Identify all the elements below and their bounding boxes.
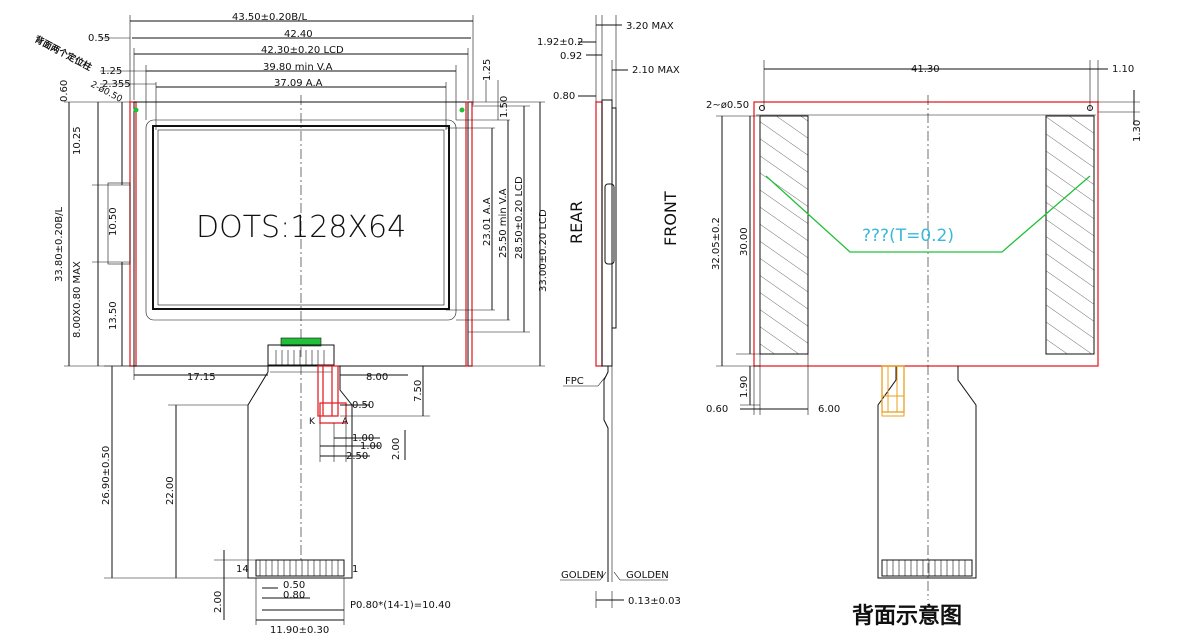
side-fpc (603, 366, 609, 582)
back-caption: 背面示意图 (852, 603, 962, 629)
back-width-600-label: 6.00 (818, 404, 840, 415)
offset-150-right-label: 1.50 (499, 96, 510, 118)
rear-label: REAR (567, 201, 586, 244)
width-va-label: 39.80 min V.A (263, 62, 333, 73)
side-max-210-label: 2.10 MAX (632, 65, 680, 76)
pad-200-label: 2.00 (391, 438, 402, 460)
active-area-inner (157, 129, 445, 306)
width-lcd-label: 42.30±0.20 LCD (261, 45, 344, 56)
side-080-label: 0.80 (553, 91, 575, 102)
fpc-22-label: 22.00 (165, 476, 176, 505)
back-fpc-pins (886, 560, 966, 576)
back-view: ???(T=0.2) (706, 60, 1143, 629)
offset-060-label: 0.60 (59, 80, 70, 102)
height-outer-label: 33.00±0.20 LCD (538, 209, 549, 292)
backlight-outline (465, 101, 473, 367)
back-note: ???(T=0.2) (862, 226, 954, 246)
back-offset-130-label: 1.30 (1132, 120, 1143, 142)
side-dimension-lines (560, 15, 668, 608)
side-view: 3.20 MAX 1.92±0.2 0.92 2.10 MAX 0.80 REA… (537, 15, 681, 608)
back-holes-label: 2~ø0.50 (706, 100, 749, 111)
width-outline-label: 43.50±0.20B/L (232, 12, 308, 23)
side-glass (601, 99, 613, 367)
fpc-200-label: 2.00 (213, 591, 224, 613)
pad-a-label: A (342, 417, 349, 427)
back-hatch-right (1045, 115, 1095, 355)
side-polarizer (611, 107, 617, 329)
top-dimension-lines (100, 15, 474, 130)
right-dimension-lines (446, 80, 545, 367)
height-va-label: 25.50 min V.A (498, 188, 509, 258)
pad-250-label: 2.50 (346, 451, 368, 462)
fpc-tail (247, 344, 353, 579)
offset-2355-label: 2.355 (102, 79, 131, 90)
side-max-320-label: 3.20 MAX (626, 21, 674, 32)
front-view: 43.50±0.20B/L 42.40 42.30±0.20 LCD 39.80… (33, 12, 549, 636)
pad-100a-label: 1.00 (352, 433, 374, 444)
hole-marker-right (459, 107, 465, 113)
back-offset-110-label: 1.10 (1112, 64, 1134, 75)
height-800-label: 8.00X0.80 MAX (72, 261, 83, 338)
side-192-label: 1.92±0.2 (537, 37, 584, 48)
side-092-label: 0.92 (560, 51, 582, 62)
back-height-3205-label: 32.05±0.2 (711, 217, 722, 270)
side-red-body (595, 101, 603, 367)
back-width-label: 41.30 (911, 64, 940, 75)
fpc-width-label: 11.90±0.30 (270, 625, 329, 636)
fpc-750-label: 7.50 (413, 380, 424, 402)
side-connector (604, 183, 615, 265)
height-lcd-label: 28.50±0.20 LCD (514, 176, 525, 259)
height-1350-label: 13.50 (108, 301, 119, 330)
offset-055-label: 0.55 (88, 33, 110, 44)
back-green-path (765, 175, 1091, 253)
pad-050-label: 0.50 (352, 400, 374, 411)
back-offset-060-label: 0.60 (706, 404, 728, 415)
golden-left-label: GOLDEN (561, 570, 604, 581)
pitch-080-label: 0.80 (283, 590, 305, 601)
fpc-label: FPC (565, 376, 584, 387)
height-1050-label: 10.50 (108, 207, 119, 236)
back-dimension-lines (716, 60, 1140, 415)
dots-label: DOTS:128X64 (196, 210, 406, 245)
height-1025-label: 10.25 (72, 126, 83, 155)
left-dimension-lines (64, 101, 131, 367)
pad-k-label: K (309, 417, 316, 427)
height-bl-label: 33.80±0.20B/L (54, 206, 65, 282)
pitch-050-label: 0.50 (283, 580, 305, 591)
fpc-800-label: 8.00 (366, 372, 388, 383)
fpc-1715-label: 17.15 (187, 372, 216, 383)
pad-100b-label: 1.00 (360, 441, 382, 452)
hole-marker-left (133, 107, 139, 113)
golden-right-label: GOLDEN (626, 570, 669, 581)
fpc-dimension-lines (104, 365, 430, 625)
offset-125-label: 1.25 (100, 66, 122, 77)
back-hole-left (759, 105, 765, 111)
back-hatch-left (759, 115, 809, 355)
fpc-length-label: 26.90±0.50 (101, 446, 112, 505)
front-label: FRONT (661, 191, 680, 246)
connector-marker (280, 337, 322, 347)
back-outline (753, 101, 1099, 367)
width-overall-label: 42.40 (284, 29, 313, 40)
offset-125-right-label: 1.25 (482, 59, 493, 81)
thickness-label: 0.13±0.03 (628, 596, 681, 607)
module-outline (129, 101, 137, 367)
pin-14-label: 14 (236, 564, 249, 575)
height-aa-label: 23.01 A.A (482, 197, 493, 246)
back-fpc-tail (877, 366, 977, 579)
fpc-pins (259, 560, 339, 576)
pin-1-label: 1 (352, 564, 358, 575)
back-pad-orange (881, 365, 905, 413)
width-aa-label: 37.09 A.A (274, 78, 323, 89)
pitch-formula-label: P0.80*(14-1)=10.40 (350, 600, 451, 611)
back-offset-190-label: 1.90 (739, 376, 750, 398)
back-locating-pins-note: 背面两个定位柱 (33, 33, 94, 73)
back-height-30-label: 30.00 (739, 227, 750, 256)
